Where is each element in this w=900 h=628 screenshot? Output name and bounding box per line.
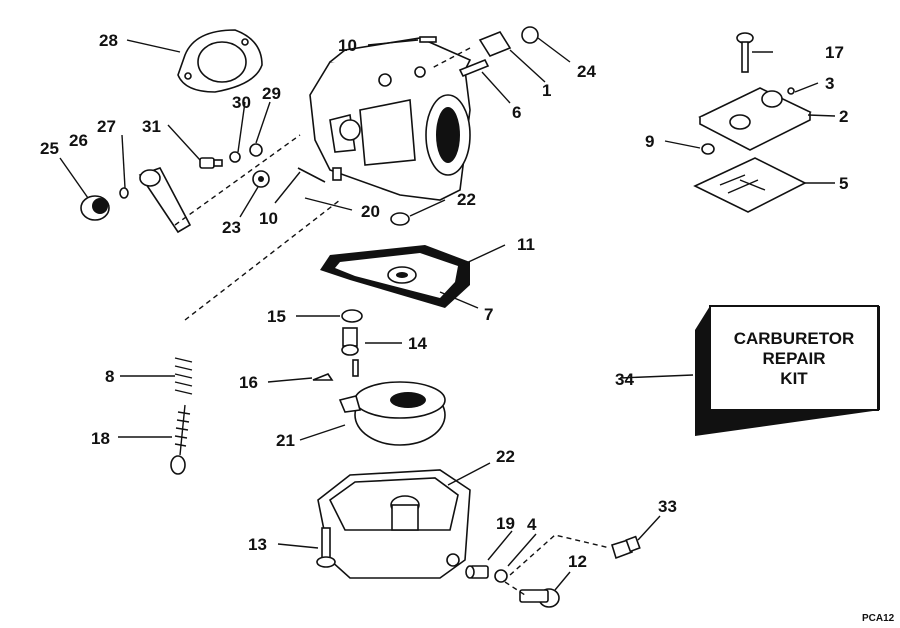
label-27: 26	[69, 131, 88, 150]
leader-lines	[59, 37, 836, 591]
label-19: 19	[496, 514, 515, 533]
carburetor-body	[309, 37, 472, 201]
throttle-lever-part-28	[138, 167, 192, 234]
screw-part-17	[736, 32, 754, 73]
label-26: 25	[40, 139, 59, 158]
screw-part-13	[316, 527, 336, 568]
label-9: 9	[645, 132, 654, 151]
label-13: 13	[248, 535, 267, 554]
cover-part-2	[698, 87, 812, 151]
label-14: 14	[408, 334, 427, 353]
nut-part-30	[249, 143, 263, 157]
screw-part-32	[199, 157, 223, 169]
label-23: 22	[457, 190, 476, 209]
spring-part-8	[174, 357, 193, 395]
bracket-part-1	[478, 31, 512, 57]
gasket-part-5	[693, 157, 807, 213]
plug-part-23	[390, 212, 410, 226]
clip-part-20	[332, 167, 342, 181]
kit-label-line-1: CARBURETOR	[734, 329, 855, 348]
screw-part-12	[519, 588, 560, 608]
screw-part-9	[701, 143, 715, 155]
label-11: 11	[517, 235, 535, 254]
pin-part-16	[312, 373, 334, 381]
figure-code: PCA12	[862, 613, 895, 624]
label-10-lower: 10	[259, 209, 278, 228]
label-32: 31	[142, 117, 161, 136]
label-34: 34	[615, 370, 634, 389]
label-7: 7	[484, 305, 493, 324]
label-21: 21	[276, 431, 295, 450]
needle-seat-part-14	[341, 327, 359, 377]
label-30: 29	[262, 84, 281, 103]
label-28: 27	[97, 117, 116, 136]
vent-part-3	[787, 87, 795, 95]
label-25: 24	[577, 62, 596, 81]
label-12: 12	[568, 552, 587, 571]
repair-kit-box-part-34: CARBURETOR REPAIR KIT	[695, 305, 880, 436]
float-part-21	[338, 381, 446, 446]
float-bowl-part-22	[317, 469, 471, 579]
kit-label-line-2: REPAIR	[763, 349, 826, 368]
label-29: 28	[99, 31, 118, 50]
label-10-top: 10	[338, 36, 357, 55]
pin-part-6	[458, 58, 490, 78]
label-22: 22	[496, 447, 515, 466]
label-4: 4	[527, 515, 537, 534]
gasket-part-15	[341, 309, 363, 323]
idle-screw-part-18	[170, 404, 191, 475]
pin-part-10-lower	[297, 167, 326, 183]
label-18: 18	[91, 429, 110, 448]
assembly-dashed-lines	[174, 47, 611, 596]
label-6: 6	[512, 103, 521, 122]
cap-part-26	[80, 195, 110, 221]
label-2: 2	[839, 107, 848, 126]
kit-label-line-3: KIT	[780, 369, 808, 388]
label-24: 23	[222, 218, 241, 237]
label-16: 16	[239, 373, 258, 392]
part-number-labels: 28 10 24 1 6 17 3 2 9 5 30 29 27 31 26 2…	[40, 31, 848, 571]
gasket-part-4	[494, 569, 508, 583]
label-8: 8	[105, 367, 114, 386]
label-20: 20	[361, 202, 380, 221]
label-3: 3	[825, 74, 834, 93]
fitting-part-19	[465, 565, 489, 579]
label-5: 5	[839, 174, 848, 193]
fitting-part-33	[611, 535, 641, 560]
washer-part-27	[119, 187, 129, 199]
label-31: 30	[232, 93, 251, 112]
label-1: 1	[542, 81, 551, 100]
washer-part-31	[229, 151, 241, 163]
label-17: 17	[825, 43, 844, 62]
label-15: 15	[267, 307, 286, 326]
label-33: 33	[658, 497, 677, 516]
gasket-part-29	[177, 29, 263, 93]
pin-part-10-top	[419, 36, 437, 43]
screw-part-25	[521, 26, 539, 44]
